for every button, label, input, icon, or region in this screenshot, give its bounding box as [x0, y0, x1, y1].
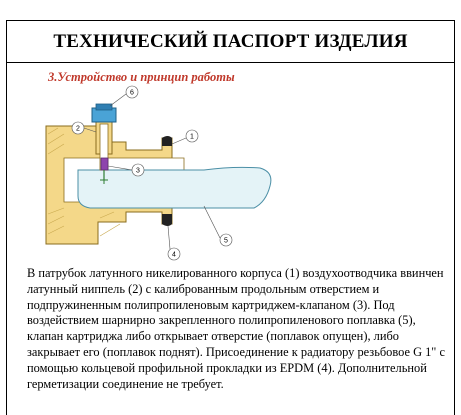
- paragraph-line: клапан картриджа либо открывает отверсти…: [27, 329, 399, 344]
- callout-2: [71, 121, 97, 135]
- paragraph-line: подпружиненным полипропиленовым картридж…: [27, 297, 395, 312]
- gasket: [162, 136, 172, 146]
- body-hatching: [47, 127, 121, 237]
- callout-4-label: 4: [172, 252, 176, 259]
- paragraph-line: герметизации соединение не требует.: [27, 376, 224, 391]
- document-title: ТЕХНИЧЕСКИЙ ПАСПОРТ ИЗДЕЛИЯ: [53, 30, 408, 52]
- callout-1: [171, 129, 199, 145]
- float: [77, 166, 272, 209]
- device-diagram: 6 2 1 3 5 4: [45, 85, 272, 261]
- paragraph-line: воздействием шарнирно закрепленного поли…: [27, 313, 416, 328]
- section-heading: 3.Устройство и принцип работы: [48, 70, 235, 84]
- paragraph-line: закрывает его (поплавок поднят). Присоед…: [27, 344, 445, 359]
- callout-4: [167, 225, 181, 261]
- callout-6-label: 6: [130, 90, 134, 97]
- callout-2-label: 2: [76, 126, 80, 133]
- title-row: ТЕХНИЧЕСКИЙ ПАСПОРТ ИЗДЕЛИЯ: [7, 21, 454, 63]
- document-frame: ТЕХНИЧЕСКИЙ ПАСПОРТ ИЗДЕЛИЯ: [6, 20, 455, 415]
- description-paragraph: В патрубок латунного никелированного кор…: [27, 266, 455, 392]
- paragraph-line: В патрубок латунного никелированного кор…: [27, 266, 444, 280]
- callout-5-label: 5: [224, 238, 228, 245]
- callout-3-label: 3: [136, 168, 140, 175]
- paragraph-line: латунный ниппель (2) с калиброванным про…: [27, 281, 380, 296]
- cartridge-valve: [100, 157, 109, 171]
- callout-6: [109, 85, 139, 107]
- callout-1-label: 1: [190, 134, 194, 141]
- paragraph-line: помощью кольцевой профильной прокладки и…: [27, 360, 427, 375]
- callout-3: [107, 163, 145, 177]
- callout-5: [203, 205, 233, 247]
